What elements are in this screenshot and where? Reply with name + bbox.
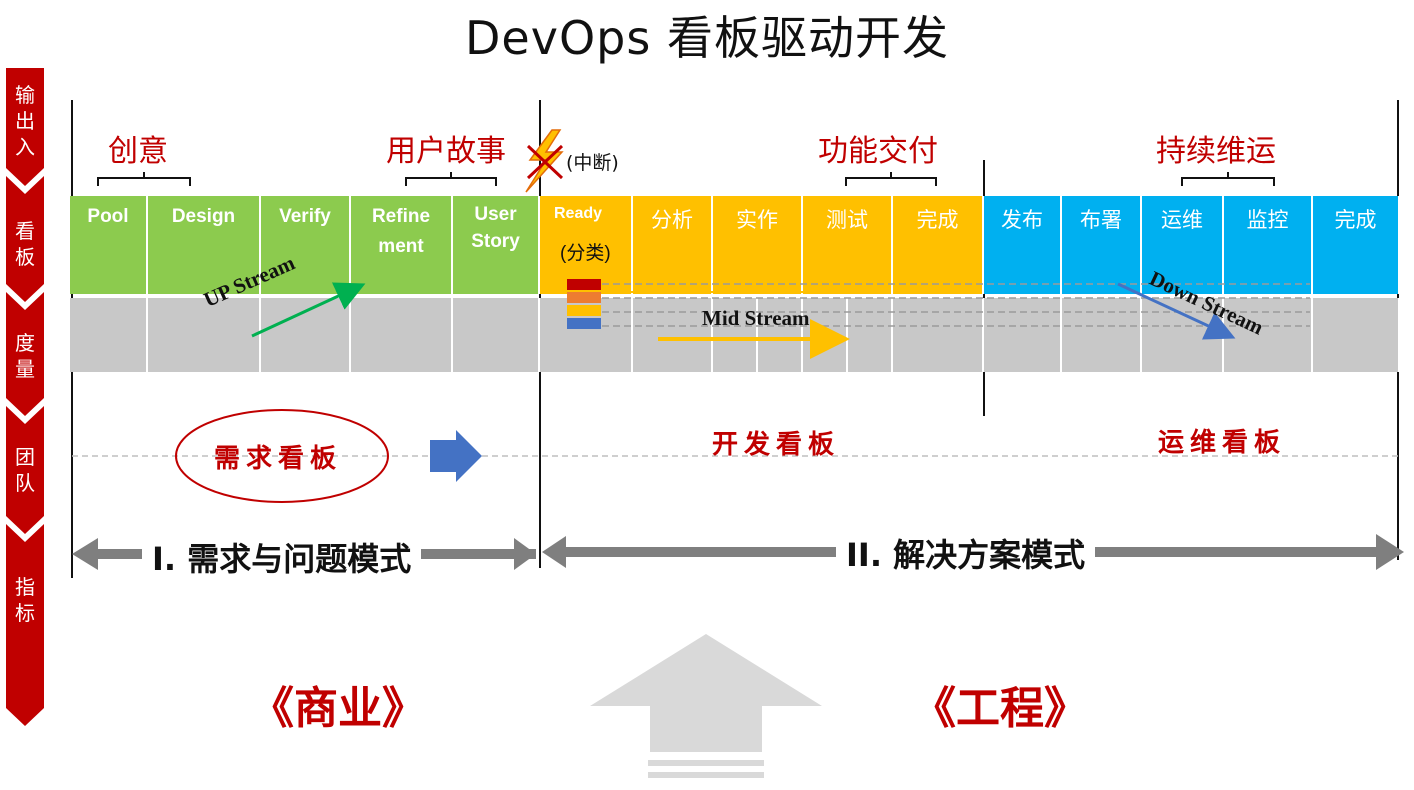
sidebar-label-metrics: 度量 <box>15 331 35 381</box>
metric-cell <box>148 298 261 372</box>
phase-stories: 用户故事 <box>386 134 506 169</box>
mode-solution-label: II. 解决方案模式 <box>836 530 1096 576</box>
big-up-arrow <box>590 634 822 778</box>
class-bar-red <box>567 279 601 290</box>
metric-cell <box>848 298 893 372</box>
metric-cell <box>453 298 540 372</box>
demand-board-label: 需求看板 <box>214 444 343 474</box>
column-refinement: Refine ment <box>351 196 453 294</box>
page-title: DevOps 看板驱动开发 <box>465 11 949 65</box>
brackets <box>97 172 1275 186</box>
column-test: 测试 <box>803 196 893 294</box>
class-bar-orange <box>567 292 601 303</box>
sidebar-label-io: 输出入 <box>15 83 35 159</box>
column-ops: 运维 <box>1142 196 1224 294</box>
class-bar-yellow <box>567 305 601 316</box>
demand-board-ellipse <box>175 409 389 503</box>
sidebar-label-kanban: 看板 <box>15 219 35 269</box>
up-stream-arrow <box>251 282 366 338</box>
dev-board-label: 开发看板 <box>712 430 841 460</box>
sidebar-label-indicators: 指标 <box>15 575 35 625</box>
column-analysis: 分析 <box>633 196 713 294</box>
mid-stream-label: Mid Stream <box>702 306 810 330</box>
business-label: 《商业》 <box>250 683 426 734</box>
column-done-dev: 完成 <box>893 196 984 294</box>
metric-cell <box>758 298 803 372</box>
sidebar-label-team: 团队 <box>15 445 35 495</box>
metric-cell <box>70 298 148 372</box>
phase-ideas: 创意 <box>108 134 168 169</box>
metric-cell <box>984 298 1062 372</box>
column-implement: 实作 <box>713 196 803 294</box>
class-bar-blue <box>567 318 601 329</box>
column-deploy: 布署 <box>1062 196 1142 294</box>
metric-cell <box>633 298 713 372</box>
ops-board-label: 运维看板 <box>1158 428 1287 458</box>
phase-operations: 持续维运 <box>1156 134 1276 169</box>
column-user-story: User Story <box>453 196 540 294</box>
metric-cell <box>1313 298 1400 372</box>
demand-to-dev-arrow <box>430 430 482 482</box>
sidebar-chevrons <box>6 68 44 726</box>
phase-delivery: 功能交付 <box>818 134 938 169</box>
column-monitor: 监控 <box>1224 196 1313 294</box>
down-stream-arrow <box>1117 282 1236 340</box>
metric-cell <box>893 298 984 372</box>
column-design: Design <box>148 196 261 294</box>
metric-cell <box>351 298 453 372</box>
metric-cell <box>1224 298 1313 372</box>
phase-interrupt: (中断) <box>566 152 619 174</box>
flow-dashed-lines <box>602 283 1310 327</box>
metric-cell <box>1062 298 1142 372</box>
engineering-label: 《工程》 <box>912 683 1088 734</box>
mode-problem-label: I. 需求与问题模式 <box>142 534 422 580</box>
sidebar: 输出入 看板 度量 团队 指标 <box>6 68 44 728</box>
column-verify: Verify <box>261 196 351 294</box>
column-done-ops: 完成 <box>1313 196 1400 294</box>
lightning-icon <box>525 129 564 193</box>
column-pool: Pool <box>70 196 148 294</box>
metric-cell <box>713 298 758 372</box>
column-release: 发布 <box>984 196 1062 294</box>
column-ready: Ready (分类) <box>540 196 633 294</box>
